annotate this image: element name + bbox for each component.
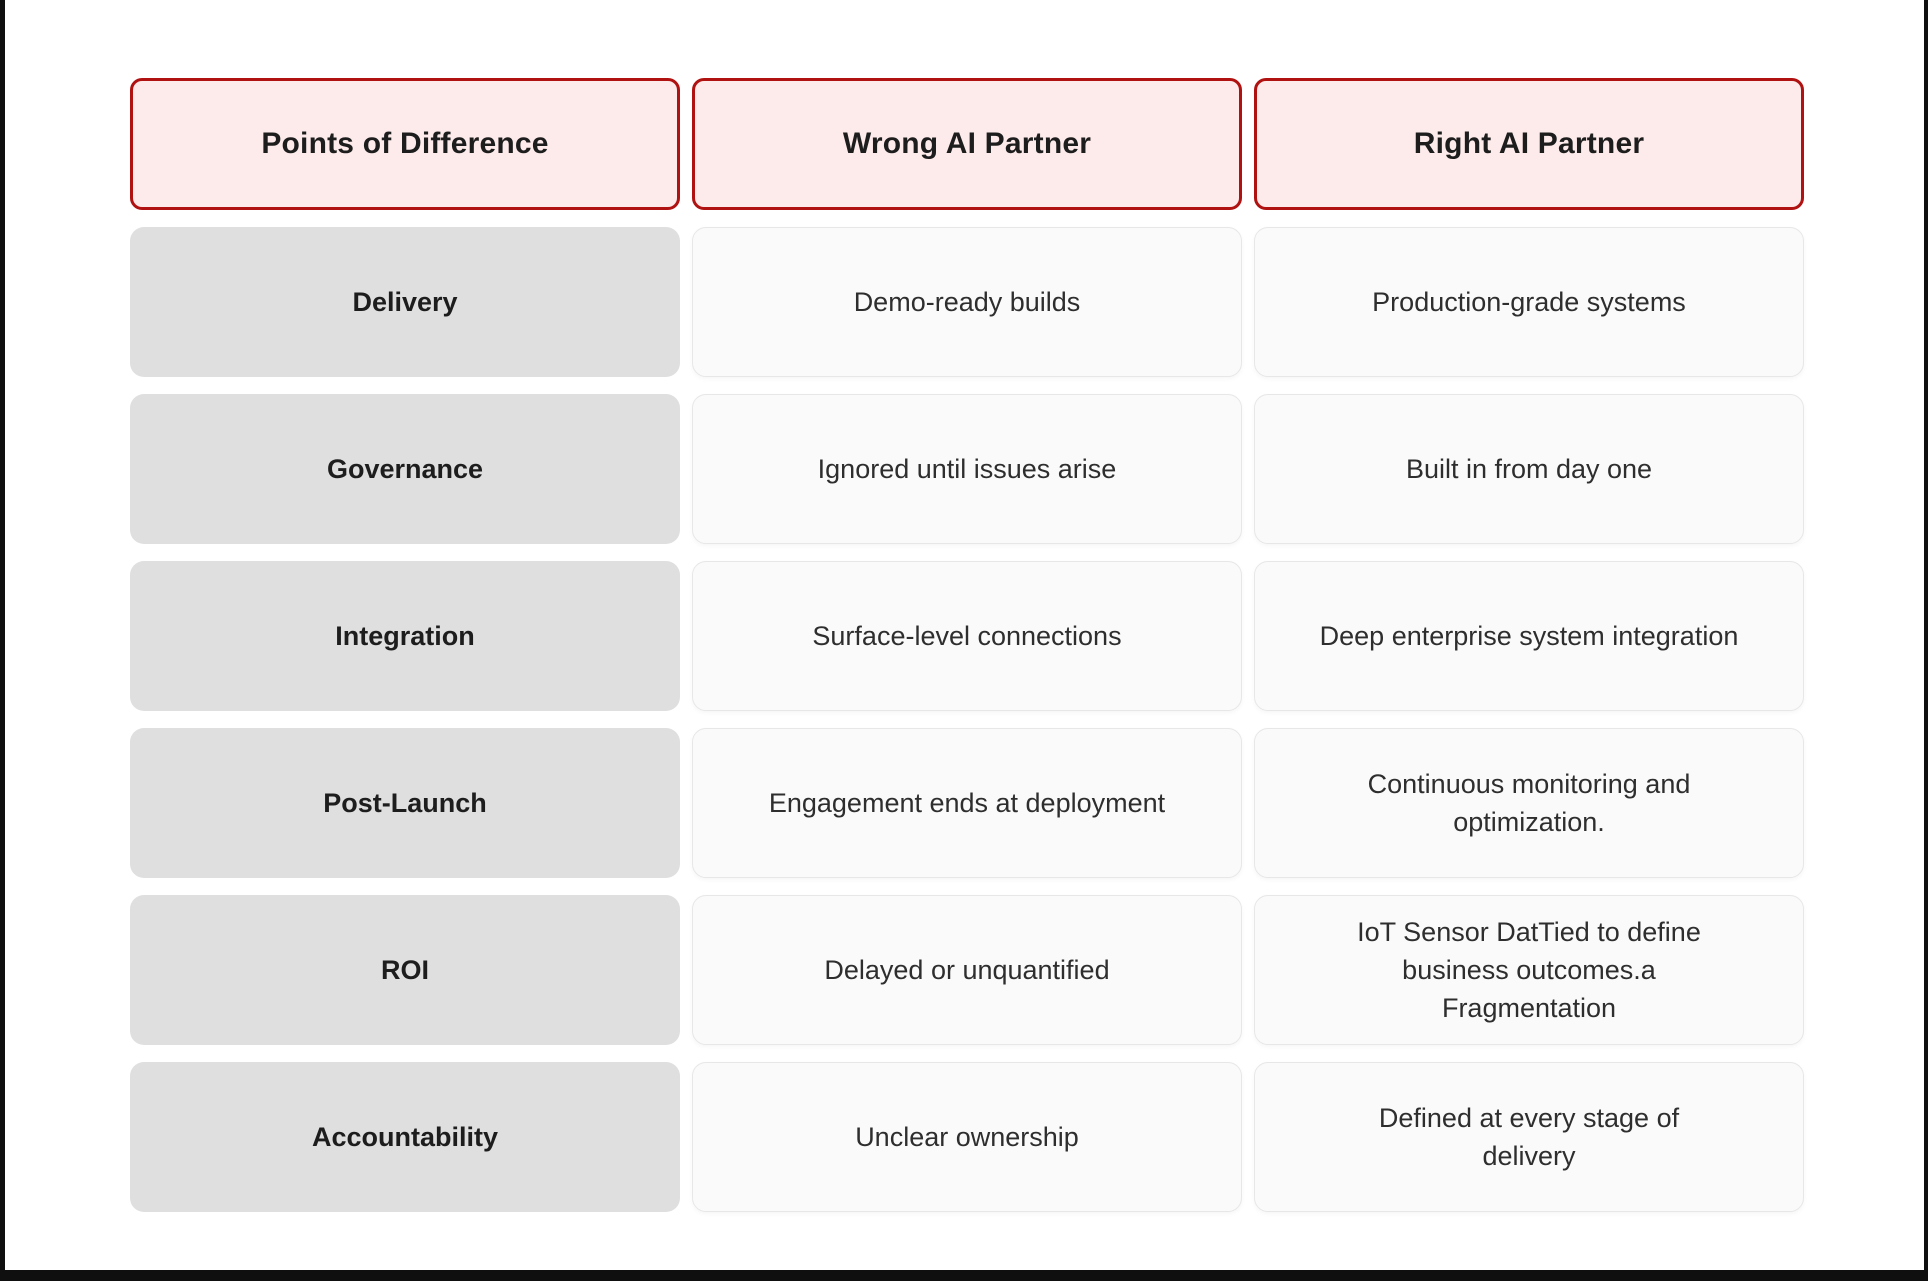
cell-roi-right: IoT Sensor DatTied to define business ou…: [1254, 895, 1804, 1045]
row-label-post-launch: Post-Launch: [130, 728, 680, 878]
cell-post-launch-wrong: Engagement ends at deployment: [692, 728, 1242, 878]
cell-governance-right: Built in from day one: [1254, 394, 1804, 544]
cell-text: Ignored until issues arise: [817, 453, 1117, 484]
cell-text: Deep enterprise system integration: [1319, 620, 1739, 651]
cell-text: Engagement ends at deployment: [768, 787, 1166, 818]
row-label-delivery: Delivery: [130, 227, 680, 377]
cell-text: IoT Sensor DatTied to define business ou…: [1357, 916, 1701, 1024]
cell-text: Surface-level connections: [812, 620, 1122, 651]
cell-post-launch-right: Continuous monitoring and optimization.: [1254, 728, 1804, 878]
cell-integration-right: Deep enterprise system integration: [1254, 561, 1804, 711]
column-header-wrong-ai-partner: Wrong AI Partner: [692, 78, 1242, 210]
cell-text: Delayed or unquantified: [824, 954, 1110, 985]
cell-text: Unclear ownership: [855, 1121, 1079, 1152]
cell-accountability-wrong: Unclear ownership: [692, 1062, 1242, 1212]
cell-accountability-right: Defined at every stage of delivery: [1254, 1062, 1804, 1212]
cell-roi-wrong: Delayed or unquantified: [692, 895, 1242, 1045]
row-label-integration: Integration: [130, 561, 680, 711]
cell-integration-wrong: Surface-level connections: [692, 561, 1242, 711]
cell-delivery-right: Production-grade systems: [1254, 227, 1804, 377]
row-label-governance: Governance: [130, 394, 680, 544]
column-header-points-of-difference: Points of Difference: [130, 78, 680, 210]
row-label-roi: ROI: [130, 895, 680, 1045]
cell-text: Built in from day one: [1405, 453, 1653, 484]
cell-delivery-wrong: Demo-ready builds: [692, 227, 1242, 377]
row-label-accountability: Accountability: [130, 1062, 680, 1212]
cell-text: Demo-ready builds: [853, 286, 1081, 317]
cell-text: Defined at every stage of delivery: [1378, 1102, 1680, 1171]
cell-governance-wrong: Ignored until issues arise: [692, 394, 1242, 544]
cell-text: Production-grade systems: [1372, 286, 1686, 317]
cell-text: Continuous monitoring and optimization.: [1367, 768, 1691, 837]
slide-page: Points of Difference Wrong AI Partner Ri…: [5, 0, 1924, 1270]
column-header-right-ai-partner: Right AI Partner: [1254, 78, 1804, 210]
comparison-table: Points of Difference Wrong AI Partner Ri…: [130, 78, 1804, 1212]
